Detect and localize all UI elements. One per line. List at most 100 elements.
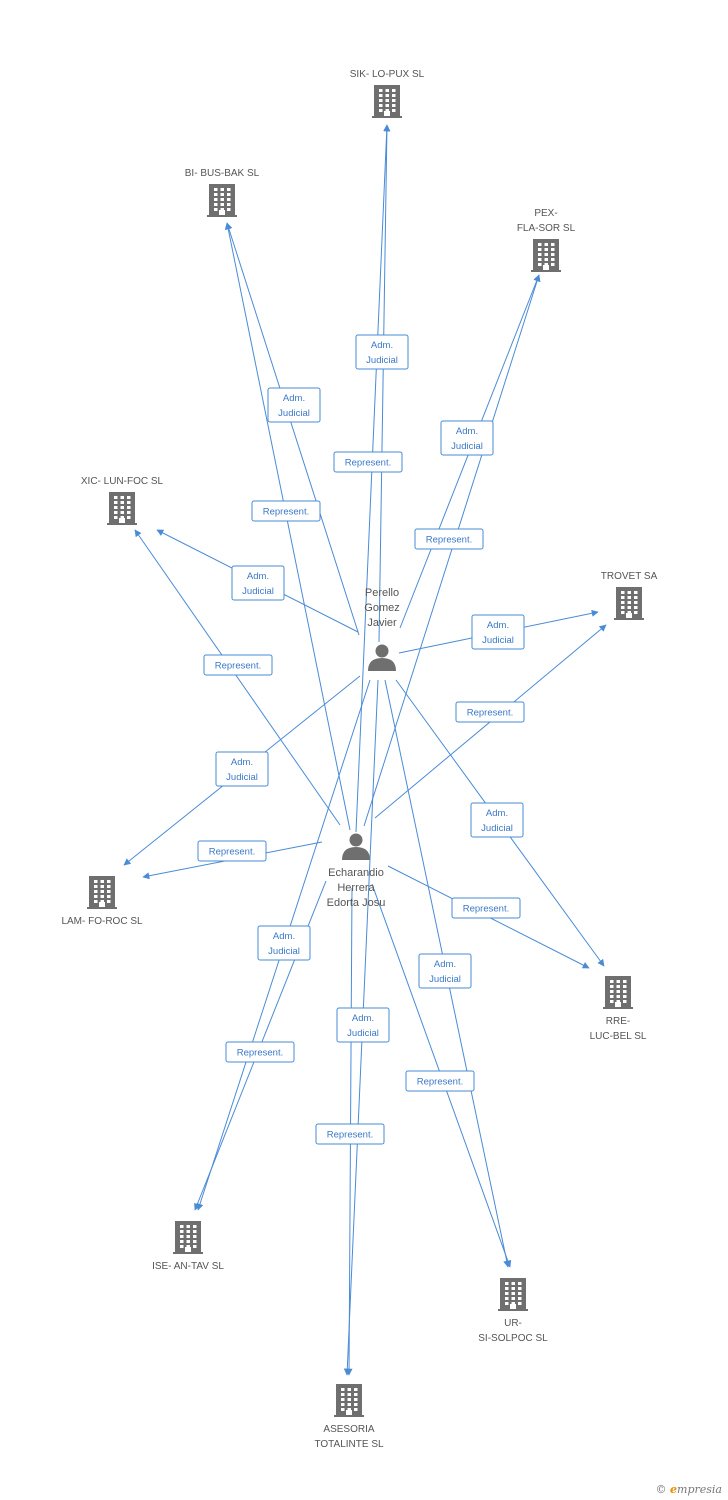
- node-label-text: PEX-: [534, 208, 557, 219]
- building-icon: [173, 1221, 203, 1254]
- edge-label[interactable]: Adm. Judicial: [267, 387, 321, 423]
- node-label-text: XIC- LUN-FOC SL: [81, 476, 164, 487]
- node-label-text: LUC-BEL SL: [590, 1031, 647, 1042]
- edge-label[interactable]: Adm. Judicial: [470, 802, 524, 838]
- company-node[interactable]: UR-SI-SOLPOC SL: [478, 1278, 548, 1344]
- node-label-text: TROVET SA: [601, 571, 658, 582]
- edges-layer: [123, 124, 607, 1376]
- edge-label-text: Judicial: [481, 823, 513, 834]
- building-icon: [498, 1278, 528, 1311]
- edge-label-text: Represent.: [426, 535, 472, 546]
- person-icon: [342, 833, 370, 860]
- edge-label[interactable]: Represent.: [405, 1070, 475, 1092]
- edge-label-text: Adm.: [371, 340, 393, 351]
- brand-e: e: [670, 1483, 678, 1496]
- company-node[interactable]: TROVET SA: [601, 571, 658, 620]
- edge-label[interactable]: Adm. Judicial: [336, 1007, 390, 1043]
- edge-label-text: Judicial: [242, 586, 274, 597]
- node-label-text: SIK- LO-PUX SL: [350, 69, 425, 80]
- edge-label[interactable]: Adm. Judicial: [355, 334, 409, 370]
- company-node[interactable]: PEX- FLA-SOR SL: [517, 208, 576, 272]
- edge-label-text: Adm.: [486, 808, 508, 819]
- edge-p2-c_sik: [355, 124, 391, 833]
- node-label-text: RRE-: [606, 1016, 630, 1027]
- edge-label-text: Represent.: [327, 1130, 373, 1141]
- building-icon: [207, 184, 237, 217]
- nodes-layer: SIK- LO-PUX SL BI- BUS-BAK SL PEX- FLA-SOR …: [61, 69, 657, 1450]
- edge-label[interactable]: Adm. Judicial: [440, 420, 494, 456]
- node-label-text: LAM- FO-ROC SL: [61, 916, 143, 927]
- edge-p2-c_bi: [224, 222, 351, 831]
- edge-label[interactable]: Adm. Judicial: [215, 751, 269, 787]
- company-node[interactable]: ISE- AN-TAV SL: [152, 1221, 224, 1272]
- edge-label[interactable]: Adm.Judicial: [257, 925, 311, 961]
- edge-label[interactable]: Represent.: [251, 500, 321, 522]
- edge-label-text: Represent.: [209, 847, 255, 858]
- edge-label[interactable]: Adm.Judicial: [231, 565, 285, 601]
- edge-label-text: Adm.: [283, 393, 305, 404]
- edge-label[interactable]: Represent.: [455, 701, 525, 723]
- edge-label-text: Represent.: [237, 1048, 283, 1059]
- edge-label[interactable]: Represent.: [203, 654, 273, 676]
- edge-label-text: Judicial: [429, 974, 461, 985]
- edge-label[interactable]: Represent.: [197, 840, 267, 862]
- node-label-text: BI- BUS-BAK SL: [185, 168, 260, 179]
- edge-label-text: Adm.: [273, 931, 295, 942]
- edge-label-text: Adm.: [456, 426, 478, 437]
- edge-label[interactable]: Adm. Judicial: [418, 953, 472, 989]
- building-icon: [107, 492, 137, 525]
- node-label-text: Edorta Josu: [327, 897, 386, 909]
- edge-label-text: Adm.: [231, 757, 253, 768]
- building-icon: [87, 876, 117, 909]
- edge-label-text: Judicial: [366, 355, 398, 366]
- copyright-symbol: ©: [655, 1483, 667, 1496]
- edge-label-text: Represent.: [463, 904, 509, 915]
- edge-label-text: Adm.: [487, 620, 509, 631]
- edge-label[interactable]: Adm. Judicial: [471, 614, 525, 650]
- edge-label-text: Judicial: [482, 635, 514, 646]
- edge-label[interactable]: Represent.: [451, 897, 521, 919]
- edge-label-text: Judicial: [226, 772, 258, 783]
- building-icon: [372, 85, 402, 118]
- node-label-text: Perello: [365, 587, 399, 599]
- edge-label-text: Represent.: [215, 661, 261, 672]
- edge-label-text: Judicial: [278, 408, 310, 419]
- edge-labels-layer: Adm.JudicialRepresent.Adm.JudicialRepres…: [197, 334, 525, 1145]
- node-label-text: Echarandio: [328, 867, 384, 879]
- company-node[interactable]: XIC- LUN-FOC SL: [81, 476, 164, 525]
- edge-label-text: Judicial: [347, 1028, 379, 1039]
- edge-label[interactable]: Represent.: [225, 1041, 295, 1063]
- company-node[interactable]: ASESORIA TOTALINTE SL: [314, 1384, 384, 1450]
- node-label-text: ISE- AN-TAV SL: [152, 1261, 224, 1272]
- edge-p1-c_sik: [378, 124, 391, 643]
- building-icon: [334, 1384, 364, 1417]
- company-node[interactable]: BI- BUS-BAK SL: [185, 168, 260, 217]
- node-label-text: FLA-SOR SL: [517, 223, 576, 234]
- edge-p2-c_xic: [134, 529, 341, 826]
- building-icon: [603, 976, 633, 1009]
- edge-label-text: Represent.: [417, 1077, 463, 1088]
- building-icon: [614, 587, 644, 620]
- node-label-text: Javier: [367, 617, 397, 629]
- node-label-text: TOTALINTE SL: [314, 1439, 384, 1450]
- person-icon: [368, 644, 396, 671]
- edge-label-text: Judicial: [451, 441, 483, 452]
- node-label-text: Gomez: [364, 602, 399, 614]
- edge-label-text: Represent.: [345, 458, 391, 469]
- node-label-text: UR-: [504, 1318, 522, 1329]
- edge-label-text: Adm.: [434, 959, 456, 970]
- brand-rest: mpresia: [677, 1483, 722, 1496]
- edge-label[interactable]: Represent.: [414, 528, 484, 550]
- edge-label[interactable]: Represent.: [315, 1123, 385, 1145]
- company-node[interactable]: LAM- FO-ROC SL: [61, 876, 143, 927]
- company-node[interactable]: RRE- LUC-BEL SL: [590, 976, 647, 1042]
- edge-label-text: Represent.: [467, 708, 513, 719]
- edge-label[interactable]: Represent.: [333, 451, 403, 473]
- company-node[interactable]: SIK- LO-PUX SL: [350, 69, 425, 118]
- edge-label-text: Adm.: [352, 1013, 374, 1024]
- node-label-text: ASESORIA: [323, 1424, 374, 1435]
- edge-p2-c_pex: [363, 274, 541, 827]
